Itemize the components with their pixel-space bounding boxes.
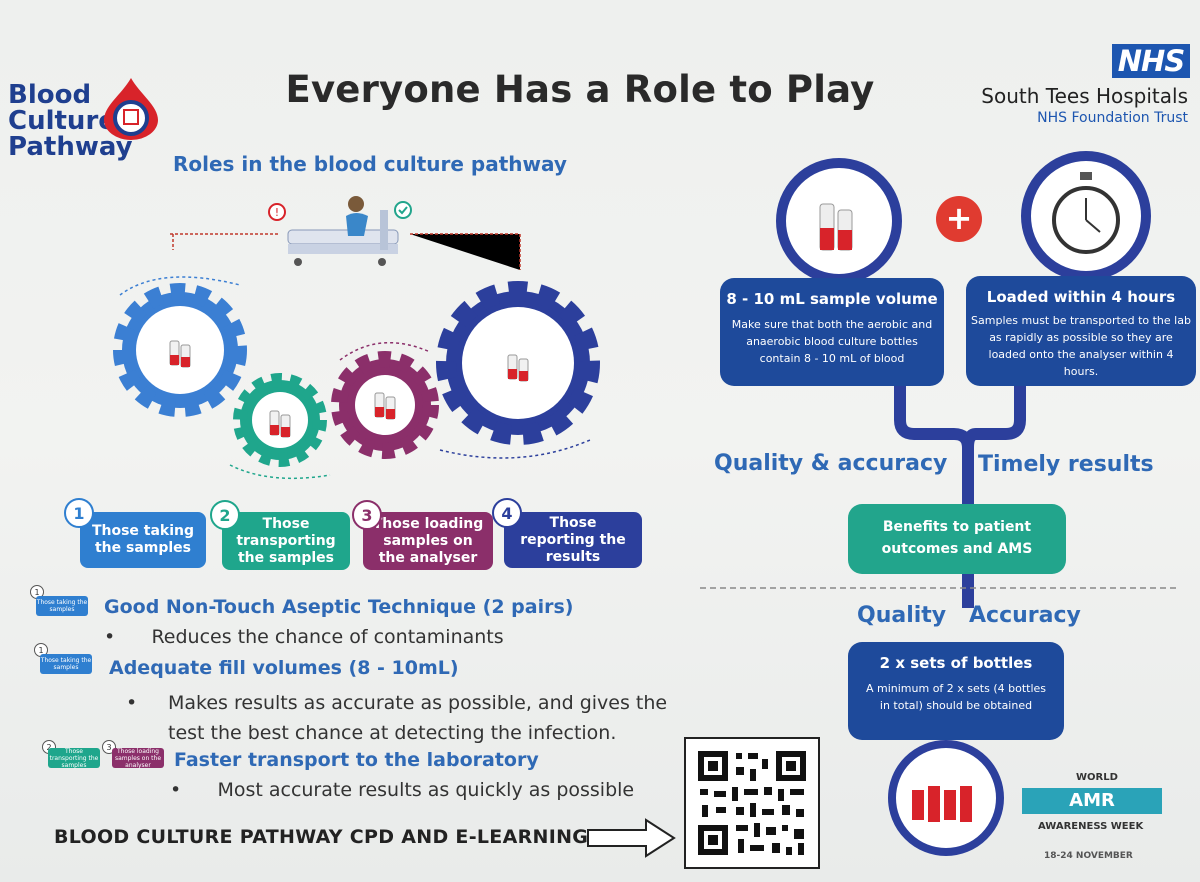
four-bottles-icon	[888, 740, 1004, 856]
role-box-2: Those transporting the samples	[222, 512, 350, 570]
role-number-3: 3	[352, 500, 382, 530]
benefits-card: Benefits to patient outcomes and AMS	[848, 504, 1066, 574]
amr-awareness-logo: WORLD AMR AWARENESS WEEK	[1022, 766, 1162, 838]
amr-week: AWARENESS WEEK	[1038, 821, 1144, 832]
bottles-circle-icon	[776, 158, 902, 284]
quality-accuracy-label: Quality & accuracy	[714, 451, 948, 476]
sets-of-bottles-card: 2 x sets of bottles A minimum of 2 x set…	[848, 642, 1064, 740]
blood-culture-pathway-logo: Blood Culture Pathway	[8, 82, 133, 160]
point-bullet-2-text: Makes results as accurate as possible, a…	[168, 692, 668, 744]
nhs-logo: NHS	[1112, 44, 1190, 78]
stopwatch-icon	[1021, 151, 1151, 281]
role-label-2: Those transporting the samples	[236, 515, 336, 566]
page-title: Everyone Has a Role to Play	[285, 68, 875, 111]
arrow-right-icon	[587, 818, 676, 858]
role-label-1: Those taking the samples	[91, 523, 195, 556]
pathway-connectors	[700, 380, 1180, 608]
tag-transporting-samples: Those transporting the samples	[48, 747, 100, 769]
accuracy-label: Accuracy	[969, 603, 1081, 628]
plus-icon: +	[936, 196, 982, 242]
svg-text:!: !	[275, 206, 279, 219]
gear-3-icon	[331, 351, 439, 459]
gears-illustration	[113, 276, 600, 480]
loaded-4-hours-text: Samples must be transported to the lab a…	[971, 314, 1191, 378]
loaded-4-hours-heading: Loaded within 4 hours	[986, 288, 1176, 306]
amr-dates: 18-24 NOVEMBER	[1044, 851, 1133, 861]
point-bullet-3: • Most accurate results as quickly as po…	[170, 779, 635, 801]
role-box-1: Those taking the samples	[80, 512, 206, 568]
sets-heading: 2 x sets of bottles	[879, 654, 1033, 672]
amr-banner: AMR	[1022, 788, 1162, 814]
sample-volume-text: Make sure that both the aerobic and anae…	[731, 318, 933, 365]
point-heading-3: Faster transport to the laboratory	[174, 749, 539, 771]
amr-world: WORLD	[1076, 772, 1118, 783]
tag-taking-samples: Those taking the samples	[36, 596, 88, 616]
patient-bed-illustration: !	[170, 196, 521, 270]
blood-drop-icon	[104, 78, 158, 140]
qr-code[interactable]	[684, 737, 820, 869]
point-bullet-3-text: Most accurate results as quickly as poss…	[217, 779, 635, 801]
section-subtitle: Roles in the blood culture pathway	[173, 152, 567, 176]
tag-loading-samples: Those loading samples on the analyser	[112, 748, 164, 769]
logo-line-2: Culture	[8, 106, 116, 136]
sets-text: A minimum of 2 x sets (4 bottles in tota…	[865, 682, 1047, 712]
role-box-3: Those loading samples on the analyser	[363, 512, 493, 570]
point-bullet-1: • Reduces the chance of contaminants	[104, 626, 504, 648]
role-number-4: 4	[492, 498, 522, 528]
gear-2-icon	[233, 373, 327, 467]
role-label-3: Those loading samples on the analyser	[372, 515, 484, 566]
role-box-4: Those reporting the results	[504, 512, 642, 568]
point-heading-2: Adequate fill volumes (8 - 10mL)	[109, 657, 459, 679]
trust-name: South Tees Hospitals	[981, 84, 1188, 108]
logo-line-1: Blood	[8, 80, 92, 110]
logo-line-3: Pathway	[8, 132, 133, 162]
quality-label: Quality	[857, 603, 947, 628]
point-bullet-2: •Makes results as accurate as possible, …	[126, 688, 686, 748]
sample-volume-card: 8 - 10 mL sample volume Make sure that b…	[720, 278, 944, 386]
trust-subtitle: NHS Foundation Trust	[1037, 110, 1188, 126]
sample-volume-heading: 8 - 10 mL sample volume	[726, 290, 938, 308]
gear-4-icon	[436, 281, 600, 445]
qr-code-icon	[698, 751, 806, 855]
point-heading-1: Good Non-Touch Aseptic Technique (2 pair…	[104, 596, 574, 618]
tag-taking-samples: Those taking the samples	[40, 654, 92, 674]
role-label-4: Those reporting the results	[520, 514, 626, 565]
role-number-1: 1	[64, 498, 94, 528]
loaded-4-hours-card: Loaded within 4 hours Samples must be tr…	[966, 276, 1196, 386]
point-bullet-1-text: Reduces the chance of contaminants	[151, 626, 504, 648]
benefits-text: Benefits to patient outcomes and AMS	[881, 519, 1033, 557]
cpd-elearning-label: BLOOD CULTURE PATHWAY CPD AND E-LEARNING	[54, 826, 589, 848]
role-number-2: 2	[210, 500, 240, 530]
gear-1-icon	[113, 283, 247, 417]
timely-results-label: Timely results	[978, 452, 1154, 477]
